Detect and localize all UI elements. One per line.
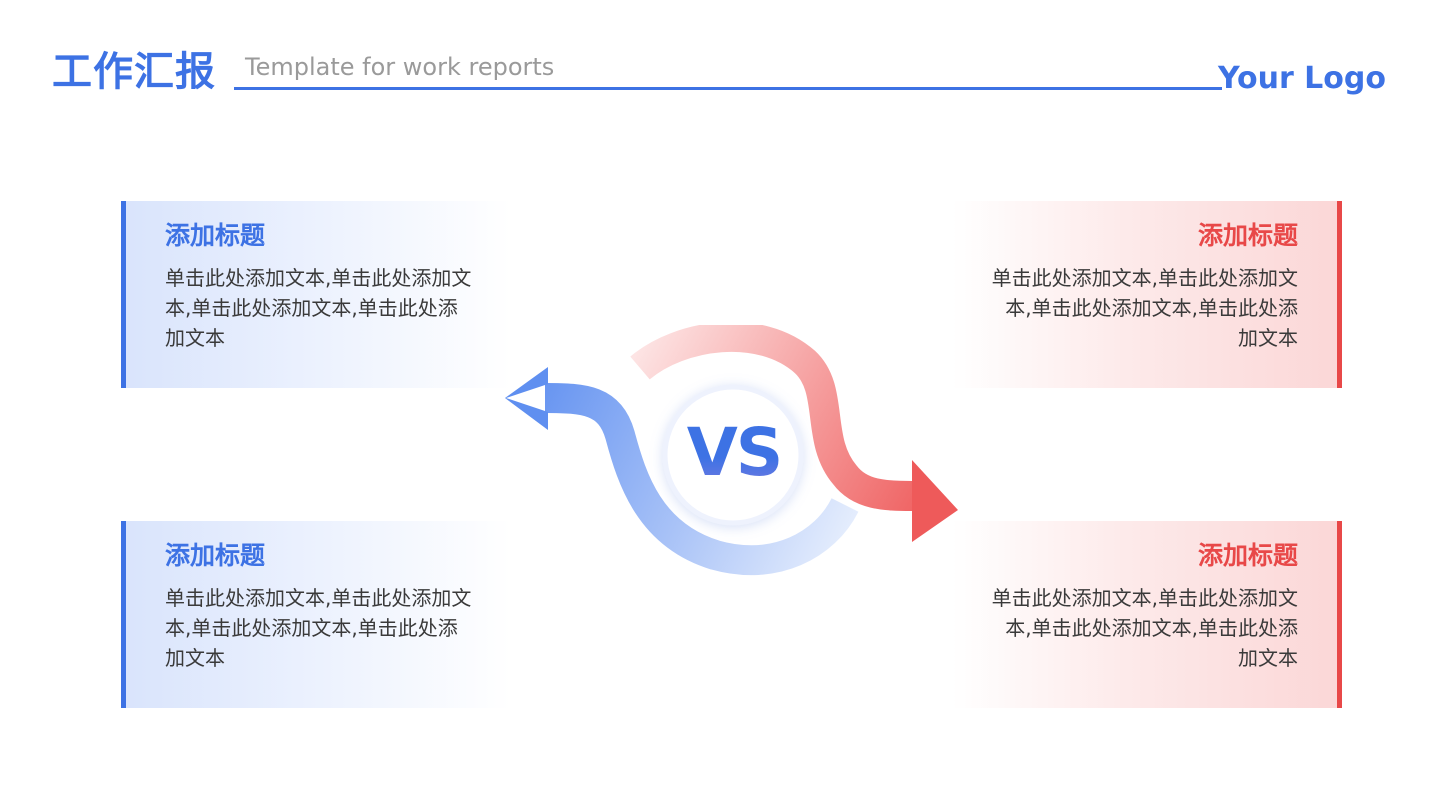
vs-circle [662,384,804,526]
card-title: 添加标题 [165,221,266,250]
card-body: 单击此处添加文本,单击此处添加文本,单击此处添加文本,单击此处添加文本 [991,586,1298,670]
card-top-right: 添加标题 单击此处添加文本,单击此处添加文本,单击此处添加文本,单击此处添加文本 [952,201,1342,388]
card-body: 单击此处添加文本,单击此处添加文本,单击此处添加文本,单击此处添加文本 [991,266,1298,350]
blue-arrow-head [505,367,548,430]
card-top-left: 添加标题 单击此处添加文本,单击此处添加文本,单击此处添加文本,单击此处添加文本 [121,201,511,388]
card-body: 单击此处添加文本,单击此处添加文本,单击此处添加文本,单击此处添加文本 [165,586,472,670]
card-bottom-right: 添加标题 单击此处添加文本,单击此处添加文本,单击此处添加文本,单击此处添加文本 [952,521,1342,708]
page-title: 工作汇报 [52,49,216,95]
logo: Your Logo [1218,61,1386,96]
page-subtitle: Template for work reports [245,53,555,81]
red-arrow-band [630,325,913,511]
red-arrow-head [912,460,958,542]
card-body: 单击此处添加文本,单击此处添加文本,单击此处添加文本,单击此处添加文本 [165,266,472,350]
vs-label: VS [664,400,804,504]
card-title: 添加标题 [1197,221,1298,250]
header-divider [234,87,1222,90]
card-bottom-left: 添加标题 单击此处添加文本,单击此处添加文本,单击此处添加文本,单击此处添加文本 [121,521,511,708]
vs-arrows-graphic [505,325,958,576]
blue-arrow-band [544,383,859,576]
card-title: 添加标题 [165,541,266,570]
card-title: 添加标题 [1197,541,1298,570]
